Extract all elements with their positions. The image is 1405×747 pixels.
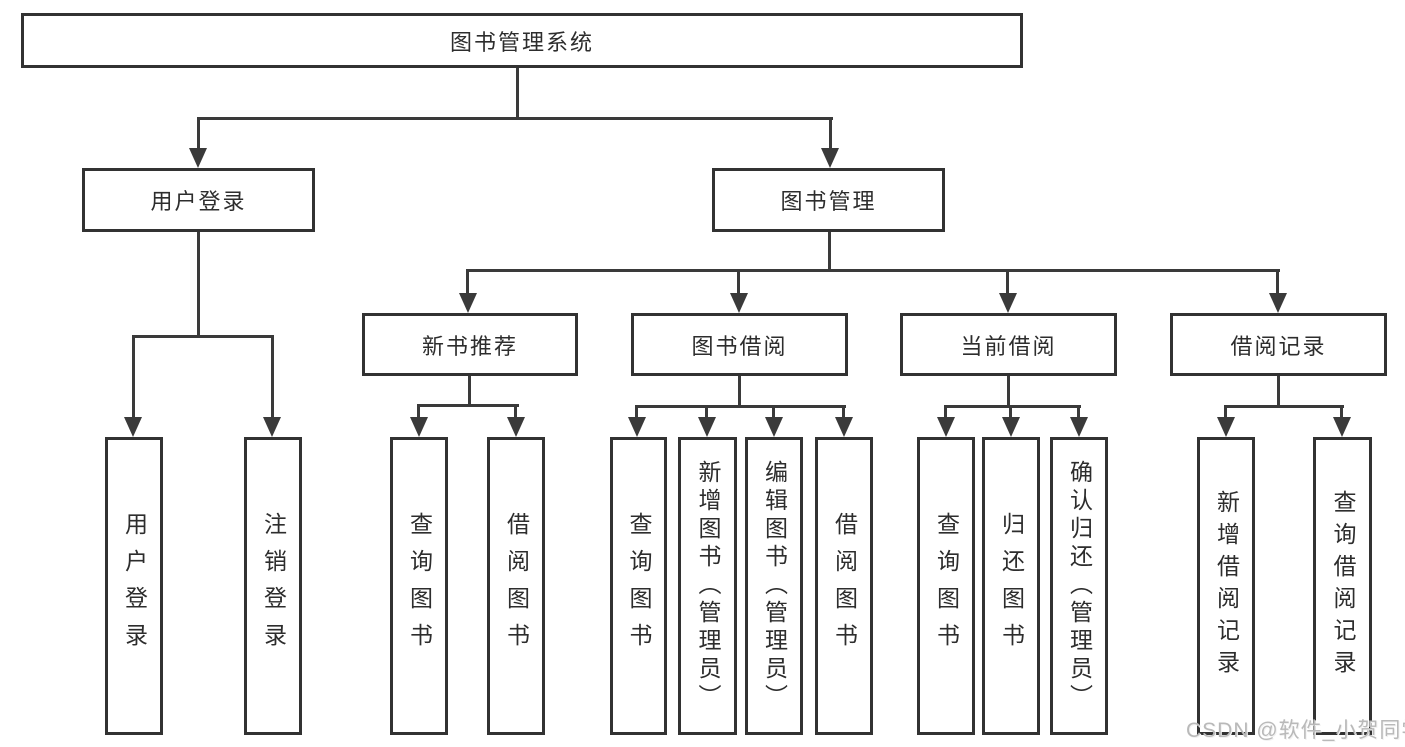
leaf-user-login: 用户登录 bbox=[105, 437, 163, 735]
connector-line bbox=[705, 405, 708, 417]
connector-line bbox=[1340, 405, 1343, 417]
node-label: 查询图书 bbox=[626, 512, 652, 660]
node-library-management-system: 图书管理系统 bbox=[21, 13, 1023, 68]
arrowhead-down-icon bbox=[410, 417, 428, 437]
node-borrow-records: 借阅记录 bbox=[1170, 313, 1387, 376]
node-label: 借阅图书 bbox=[503, 512, 530, 660]
connector-line bbox=[1006, 269, 1009, 293]
csdn-watermark: CSDN @软件_小贺同学 bbox=[1186, 719, 1405, 742]
leaf-query-borrow-record: 查询借阅记录 bbox=[1313, 437, 1372, 735]
arrowhead-down-icon bbox=[507, 417, 525, 437]
arrowhead-down-icon bbox=[459, 293, 477, 313]
node-label: 查询图书 bbox=[933, 512, 960, 660]
node-current-borrowing: 当前借阅 bbox=[900, 313, 1117, 376]
arrowhead-down-icon bbox=[821, 148, 839, 168]
connector-line bbox=[417, 404, 519, 407]
connector-line bbox=[417, 404, 420, 417]
connector-line bbox=[635, 405, 638, 417]
leaf-confirm-return-admin: 确认归还（管理员） bbox=[1050, 437, 1108, 735]
connector-line bbox=[944, 405, 1081, 408]
connector-line bbox=[514, 404, 517, 417]
connector-line bbox=[466, 269, 1280, 272]
node-label: 新书推荐 bbox=[421, 333, 518, 359]
arrowhead-down-icon bbox=[263, 417, 281, 437]
arrowhead-down-icon bbox=[835, 417, 853, 437]
connector-line bbox=[828, 232, 831, 272]
connector-line bbox=[197, 117, 200, 150]
leaf-add-borrow-record: 新增借阅记录 bbox=[1197, 437, 1255, 735]
node-user-login: 用户登录 bbox=[82, 168, 315, 232]
node-label: 查询图书 bbox=[406, 512, 433, 660]
connector-line bbox=[1077, 405, 1080, 417]
node-label: 用户登录 bbox=[150, 189, 247, 214]
node-label: 确认归还（管理员） bbox=[1066, 460, 1093, 712]
node-label: 新增借阅记录 bbox=[1213, 490, 1240, 682]
connector-line bbox=[1276, 269, 1279, 293]
connector-line bbox=[132, 335, 274, 338]
arrowhead-down-icon bbox=[628, 417, 646, 437]
node-label: 归还图书 bbox=[998, 512, 1025, 660]
leaf-return-books: 归还图书 bbox=[982, 437, 1040, 735]
node-label: 借阅图书 bbox=[831, 512, 858, 660]
node-label: 查询借阅记录 bbox=[1330, 490, 1356, 682]
leaf-logout: 注销登录 bbox=[244, 437, 302, 735]
node-label: 用户登录 bbox=[121, 512, 148, 660]
arrowhead-down-icon bbox=[937, 417, 955, 437]
connector-line bbox=[738, 376, 741, 407]
connector-line bbox=[132, 335, 135, 417]
node-label: 新增图书（管理员） bbox=[695, 460, 721, 712]
node-label: 注销登录 bbox=[260, 512, 287, 660]
connector-line bbox=[468, 376, 471, 407]
node-label: 当前借阅 bbox=[960, 333, 1057, 359]
connector-line bbox=[516, 68, 519, 118]
arrowhead-down-icon bbox=[1269, 293, 1287, 313]
connector-line bbox=[829, 117, 832, 150]
leaf-edit-books-admin: 编辑图书（管理员） bbox=[745, 437, 803, 735]
connector-line bbox=[1007, 376, 1010, 407]
arrowhead-down-icon bbox=[1002, 417, 1020, 437]
node-label: 借阅记录 bbox=[1230, 333, 1327, 359]
connector-line bbox=[1277, 376, 1280, 407]
leaf-query-books: 查询图书 bbox=[917, 437, 975, 735]
arrowhead-down-icon bbox=[1333, 417, 1351, 437]
node-book-borrowing: 图书借阅 bbox=[631, 313, 848, 376]
leaf-borrow-books: 借阅图书 bbox=[815, 437, 873, 735]
node-label: 图书管理系统 bbox=[449, 29, 594, 55]
arrowhead-down-icon bbox=[124, 417, 142, 437]
connector-line bbox=[772, 405, 775, 417]
node-label: 图书借阅 bbox=[691, 333, 788, 359]
leaf-add-books-admin: 新增图书（管理员） bbox=[678, 437, 737, 735]
connector-line bbox=[1224, 405, 1227, 417]
connector-line bbox=[1009, 405, 1012, 417]
arrowhead-down-icon bbox=[765, 417, 783, 437]
arrowhead-down-icon bbox=[698, 417, 716, 437]
connector-line bbox=[842, 405, 845, 417]
connector-line bbox=[737, 269, 740, 293]
connector-line bbox=[197, 232, 200, 338]
arrowhead-down-icon bbox=[999, 293, 1017, 313]
connector-line bbox=[1224, 405, 1344, 408]
connector-line bbox=[197, 117, 833, 120]
node-label: 编辑图书（管理员） bbox=[761, 460, 788, 712]
leaf-borrow-books: 借阅图书 bbox=[487, 437, 545, 735]
leaf-query-books: 查询图书 bbox=[610, 437, 667, 735]
arrowhead-down-icon bbox=[189, 148, 207, 168]
node-book-management: 图书管理 bbox=[712, 168, 945, 232]
leaf-query-books: 查询图书 bbox=[390, 437, 448, 735]
connector-line bbox=[635, 405, 846, 408]
node-new-book-recommend: 新书推荐 bbox=[362, 313, 578, 376]
arrowhead-down-icon bbox=[1070, 417, 1088, 437]
connector-line bbox=[466, 269, 469, 293]
arrowhead-down-icon bbox=[1217, 417, 1235, 437]
arrowhead-down-icon bbox=[730, 293, 748, 313]
connector-line bbox=[944, 405, 947, 417]
connector-line bbox=[271, 335, 274, 417]
node-label: 图书管理 bbox=[780, 189, 877, 214]
